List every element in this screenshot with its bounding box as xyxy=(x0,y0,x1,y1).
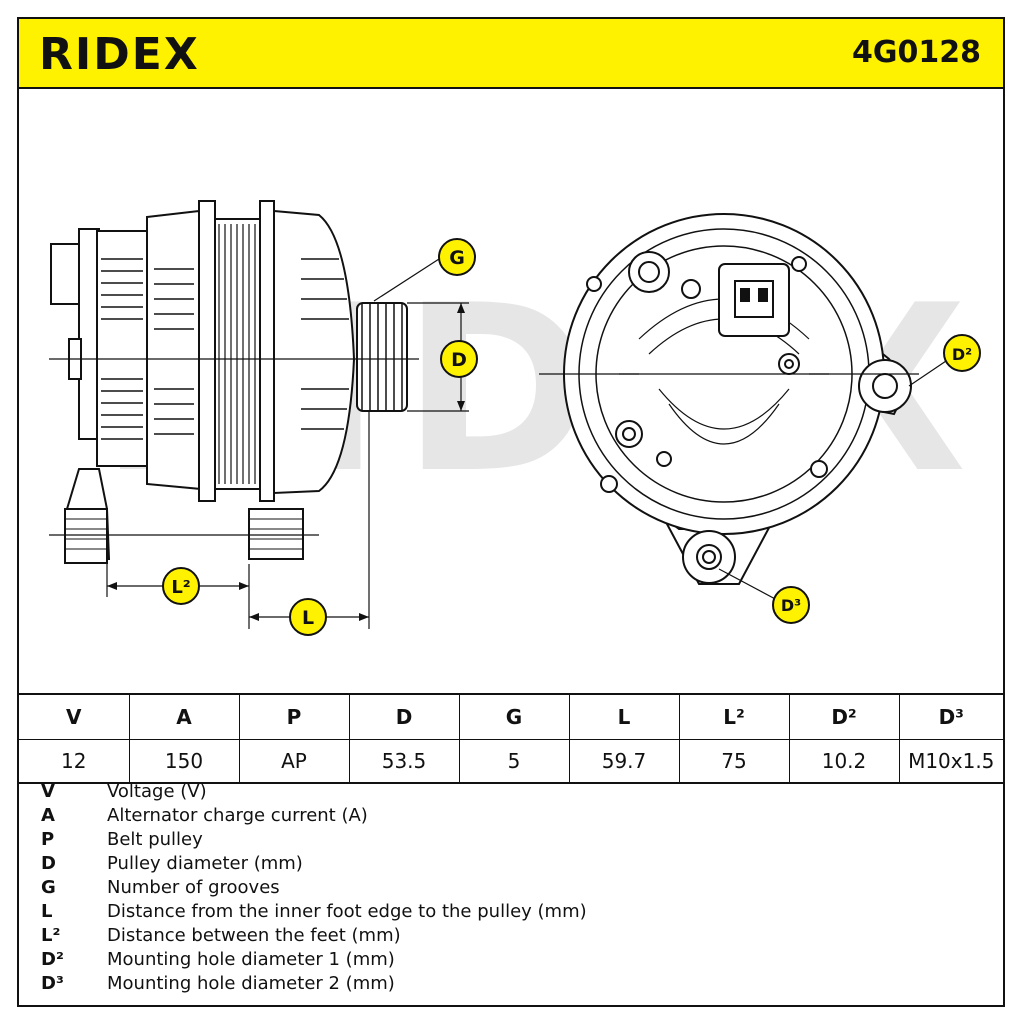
spec-value-v: 12 xyxy=(19,739,130,784)
spec-header-row: V A P D G L L² D² D³ xyxy=(19,693,1003,740)
callout-g: G xyxy=(438,238,476,276)
spec-value-g: 5 xyxy=(459,739,570,784)
legend-desc: Voltage (V) xyxy=(107,780,207,802)
callout-d2-label: D² xyxy=(952,345,972,364)
legend-item: D² Mounting hole diameter 1 (mm) xyxy=(41,947,981,971)
spec-value-a: 150 xyxy=(129,739,240,784)
legend-key: A xyxy=(41,804,55,826)
header-bar: RIDEX 4G0128 xyxy=(19,19,1003,89)
spec-value-d2: 10.2 xyxy=(789,739,900,784)
product-sheet: RIDEX 4G0128 RIDEX xyxy=(17,17,1005,1007)
legend-key: D³ xyxy=(41,972,64,994)
legend-key: V xyxy=(41,780,55,802)
legend-desc: Mounting hole diameter 2 (mm) xyxy=(107,972,395,994)
spec-value-d: 53.5 xyxy=(349,739,460,784)
legend-desc: Distance between the feet (mm) xyxy=(107,924,401,946)
legend-item: L² Distance between the feet (mm) xyxy=(41,923,981,947)
legend-desc: Mounting hole diameter 1 (mm) xyxy=(107,948,395,970)
legend-desc: Alternator charge current (A) xyxy=(107,804,368,826)
callout-d: D xyxy=(440,340,478,378)
callout-l: L xyxy=(289,598,327,636)
legend-item: A Alternator charge current (A) xyxy=(41,803,981,827)
technical-drawing: RIDEX xyxy=(19,89,1003,693)
legend-key: D xyxy=(41,852,56,874)
legend-item: L Distance from the inner foot edge to t… xyxy=(41,899,981,923)
legend-desc: Distance from the inner foot edge to the… xyxy=(107,900,587,922)
brand-logo: RIDEX xyxy=(39,29,200,80)
callout-d3: D³ xyxy=(772,586,810,624)
spec-value-row: 12 150 AP 53.5 5 59.7 75 10.2 M10x1.5 xyxy=(19,739,1003,784)
spec-header-d: D xyxy=(349,693,460,740)
spec-value-l2: 75 xyxy=(679,739,790,784)
spec-header-l: L xyxy=(569,693,680,740)
callout-l2: L² xyxy=(162,567,200,605)
legend-key: D² xyxy=(41,948,64,970)
callout-d-label: D xyxy=(451,349,467,371)
spec-header-l2: L² xyxy=(679,693,790,740)
legend-desc: Number of grooves xyxy=(107,876,280,898)
legend: V Voltage (V) A Alternator charge curren… xyxy=(41,779,981,995)
callout-l2-label: L² xyxy=(171,577,190,598)
legend-item: G Number of grooves xyxy=(41,875,981,899)
spec-header-p: P xyxy=(239,693,350,740)
legend-item: V Voltage (V) xyxy=(41,779,981,803)
legend-key: G xyxy=(41,876,56,898)
spec-header-d3: D³ xyxy=(899,693,1003,740)
callout-g-label: G xyxy=(449,247,465,269)
spec-value-p: AP xyxy=(239,739,350,784)
side-view xyxy=(50,200,408,564)
spec-table: V A P D G L L² D² D³ 12 150 AP 53.5 5 59… xyxy=(19,693,1003,784)
legend-key: L² xyxy=(41,924,61,946)
spec-header-a: A xyxy=(129,693,240,740)
spec-value-d3: M10x1.5 xyxy=(899,739,1003,784)
spec-header-v: V xyxy=(19,693,130,740)
spec-header-g: G xyxy=(459,693,570,740)
legend-item: D Pulley diameter (mm) xyxy=(41,851,981,875)
alternator-drawing: RIDEX xyxy=(49,200,981,636)
callout-l-label: L xyxy=(302,607,314,629)
legend-key: P xyxy=(41,828,55,850)
legend-desc: Belt pulley xyxy=(107,828,203,850)
part-number: 4G0128 xyxy=(852,35,981,70)
spec-header-d2: D² xyxy=(789,693,900,740)
legend-key: L xyxy=(41,900,53,922)
legend-item: P Belt pulley xyxy=(41,827,981,851)
spec-value-l: 59.7 xyxy=(569,739,680,784)
legend-desc: Pulley diameter (mm) xyxy=(107,852,303,874)
callout-d2: D² xyxy=(943,334,981,372)
legend-item: D³ Mounting hole diameter 2 (mm) xyxy=(41,971,981,995)
callout-d3-label: D³ xyxy=(781,596,801,615)
